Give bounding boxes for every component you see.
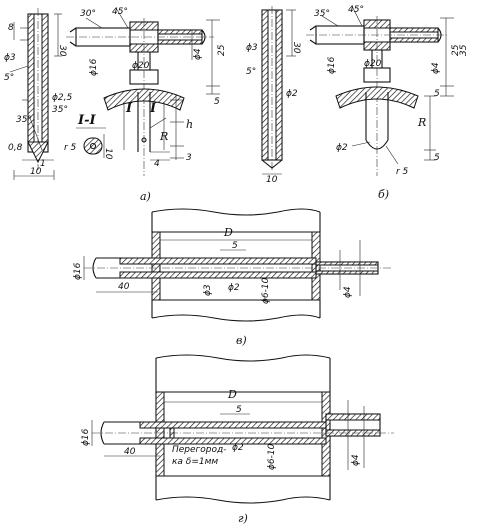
figure-v-label: в) — [236, 334, 247, 347]
dim-g-D: D — [227, 388, 237, 401]
dim-v-d4: ϕ4 — [343, 286, 353, 298]
figure-v — [83, 208, 392, 322]
probe-b-horizontal — [306, 5, 454, 176]
dim-b-d16: ϕ16 — [327, 56, 337, 74]
dim-g-d16: ϕ16 — [81, 428, 91, 446]
dim-b-r5: r 5 — [396, 167, 409, 177]
dim-a-35deg-left: 35° — [16, 115, 32, 125]
dim-a-30: 30 — [57, 45, 67, 57]
dim-a-35deg-right: 35° — [52, 105, 68, 115]
baffle-label-1: Перегород- — [172, 445, 226, 455]
dim-v-D: D — [223, 226, 233, 239]
dim-a-d3: ϕ3 — [4, 53, 16, 63]
dim-a-d4: ϕ4 — [193, 48, 203, 60]
dim-v-d2: ϕ2 — [228, 283, 240, 293]
dim-b-d4: ϕ4 — [431, 62, 441, 74]
dim-a-45deg: 45° — [112, 7, 128, 17]
dim-a-5: 5 — [214, 97, 220, 107]
section-mark-2: I — [149, 101, 157, 116]
dim-b-45deg: 45° — [348, 5, 364, 15]
dim-a-10: 10 — [30, 167, 42, 177]
dim-b-R: R — [417, 116, 426, 129]
dim-a-25: 25 — [217, 44, 227, 56]
dim-b-5b: 5 — [434, 153, 440, 163]
dim-b-d20: ϕ20 — [364, 59, 382, 69]
section-label: I-I — [77, 113, 96, 128]
dim-a-3: 3 — [186, 153, 192, 163]
probe-a-horizontal — [66, 7, 220, 176]
dim-g-d6-10: ϕ6-10 — [267, 443, 277, 470]
dim-b-d3: ϕ3 — [246, 43, 258, 53]
dim-a-d20: ϕ20 — [132, 61, 150, 71]
dim-a-30deg: 30° — [80, 9, 96, 19]
dim-a-5deg: 5° — [4, 73, 14, 83]
dim-b-25: 25 — [451, 44, 461, 56]
probe-b-vertical — [261, 6, 296, 175]
section-mark-1: I — [125, 101, 133, 116]
dim-a-d2-5: ϕ2,5 — [52, 93, 73, 103]
dim-a-4: 4 — [154, 159, 160, 169]
baffle-label-2: ка δ=1мм — [172, 457, 218, 467]
dim-a-d16: ϕ16 — [89, 58, 99, 76]
dim-a-R: R — [159, 130, 168, 143]
dim-b-d2b: ϕ2 — [336, 143, 348, 153]
dim-a-r5: r 5 — [64, 143, 77, 153]
dim-g-d2: ϕ2 — [232, 443, 244, 453]
figure-b: ϕ3 5° ϕ2 10 30 — [246, 5, 469, 201]
dim-b-10: 10 — [266, 175, 278, 185]
dim-g-d4: ϕ4 — [351, 454, 361, 466]
dim-v-40: 40 — [118, 282, 130, 292]
figure-b-label: б) — [378, 188, 389, 201]
dim-b-5a: 5 — [434, 89, 440, 99]
dim-a-8: 8 — [8, 23, 14, 33]
dim-v-d3: ϕ3 — [203, 284, 213, 296]
dim-a-h: h — [186, 118, 193, 131]
dim-a-0-8: 0,8 — [8, 143, 23, 153]
dim-b-5deg: 5° — [246, 67, 256, 77]
dim-a-10b: 10 — [103, 148, 113, 160]
dim-g-5: 5 — [236, 405, 242, 415]
dim-v-d16: ϕ16 — [73, 262, 83, 280]
dim-v-d6-10: ϕ6-10 — [261, 277, 271, 304]
figure-a: ϕ3 5° ϕ2,5 35° 35° 0,8 1 10 8 30 I-I r 5… — [4, 7, 227, 203]
figure-a-label: а) — [140, 190, 151, 203]
dim-b-35deg: 35° — [314, 9, 330, 19]
dim-g-40: 40 — [124, 447, 136, 457]
dim-v-5: 5 — [232, 241, 238, 251]
section-i-i: I-I — [76, 113, 106, 158]
figure-g — [91, 354, 394, 504]
probe-a-vertical — [9, 8, 62, 180]
dim-b-35: 35 — [459, 44, 469, 56]
figure-g-label: г) — [238, 512, 248, 525]
dim-b-d2: ϕ2 — [286, 89, 298, 99]
dim-a-1: 1 — [40, 159, 46, 169]
dim-b-30: 30 — [291, 42, 301, 54]
